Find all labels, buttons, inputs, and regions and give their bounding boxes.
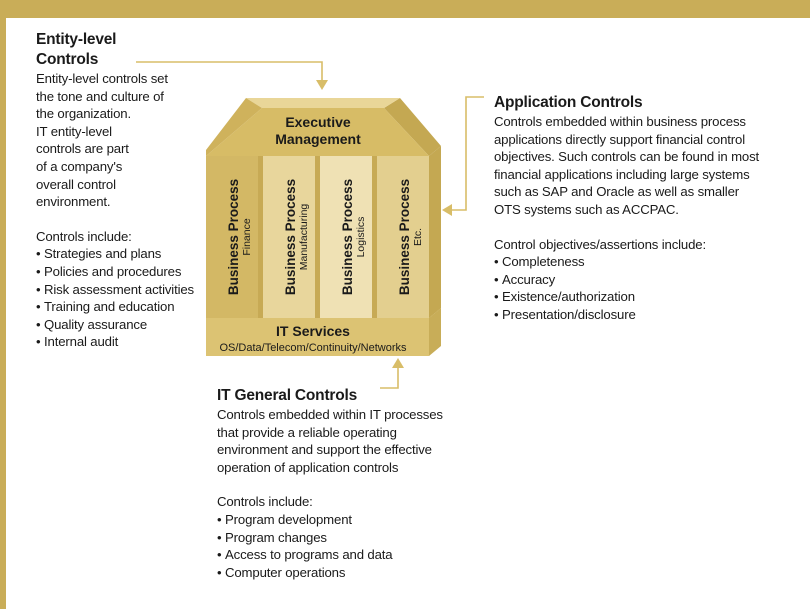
pillar-manufacturing — [263, 156, 315, 318]
entity-desc-line: the organization. — [36, 106, 131, 122]
itgc-controls-intro: Controls include: — [217, 494, 313, 510]
pillar-finance — [206, 156, 258, 318]
list-item: Accuracy — [494, 271, 804, 289]
application-objectives-list: Completeness Accuracy Existence/authoriz… — [494, 253, 804, 323]
application-controls-section: Application Controls Controls embedded w… — [494, 93, 804, 324]
pillar-label-manufacturing: Business Process Manufacturing — [283, 179, 310, 295]
pillar-subtitle: Logistics — [355, 217, 367, 258]
itgc-connector-line — [380, 365, 399, 389]
base-subtitle: OS/Data/Telecom/Continuity/Networks — [219, 342, 407, 354]
list-item: Strategies and plans — [36, 245, 206, 263]
itgc-controls-list: Program development Program changes Acce… — [217, 511, 477, 581]
business-process-pillars — [206, 146, 441, 318]
pillar-etc — [377, 156, 429, 318]
pillar-subtitle: Etc. — [412, 228, 424, 246]
itgc-arrowhead — [392, 358, 404, 368]
pillar-subtitle: Finance — [241, 218, 253, 256]
roof-label-line2: Management — [275, 131, 361, 147]
application-desc-line: applications directly support financial … — [494, 131, 745, 147]
base-top — [206, 308, 441, 318]
itgc-desc-line: operation of application controls — [217, 459, 399, 475]
itgc-heading: IT General Controls — [217, 387, 358, 404]
base-side — [429, 308, 441, 356]
entity-controls-list: Strategies and plans Policies and proced… — [36, 245, 206, 351]
entity-desc-line: environment. — [36, 194, 111, 210]
list-item: Computer operations — [217, 564, 477, 582]
roof-front-face — [206, 108, 429, 156]
entity-description: Entity-level controls set the tone and c… — [36, 70, 206, 211]
pillar-subtitle: Manufacturing — [298, 204, 310, 271]
roof-left-face — [206, 98, 262, 156]
itgc-description: Controls embedded within IT processes th… — [217, 406, 477, 476]
entity-desc-line: the tone and culture of — [36, 88, 164, 104]
application-arrowhead — [442, 204, 452, 216]
list-item: Program development — [217, 511, 477, 529]
pillar-title: Business Process — [283, 179, 298, 295]
it-services-base — [206, 308, 441, 356]
application-description: Controls embedded within business proces… — [494, 113, 804, 219]
itgc-desc-line: Controls embedded within IT processes — [217, 407, 443, 422]
list-item: Access to programs and data — [217, 546, 477, 564]
itgc-desc-line: that provide a reliable operating — [217, 424, 397, 440]
application-desc-line: objectives. Such controls can be found i… — [494, 149, 760, 165]
entity-controls-intro: Controls include: — [36, 228, 132, 244]
application-heading: Application Controls — [494, 94, 643, 111]
application-desc-line: Controls embedded within business proces… — [494, 114, 746, 129]
application-desc-line: OTS systems such as ACCPAC. — [494, 201, 679, 217]
entity-arrowhead — [316, 80, 328, 90]
roof-right-side — [384, 98, 441, 156]
list-item: Quality assurance — [36, 316, 206, 334]
pillar-gap-3 — [372, 156, 377, 318]
top-frame-bar — [0, 0, 810, 18]
application-connector-line — [450, 96, 484, 211]
roof-label-line1: Executive — [285, 114, 351, 130]
pillar-label-finance: Business Process Finance — [226, 179, 253, 295]
pillar-label-etc: Business Process Etc. — [397, 179, 424, 295]
entity-desc-line: Entity-level controls set — [36, 71, 168, 86]
roof-top-face — [246, 98, 400, 108]
list-item: Training and education — [36, 298, 206, 316]
it-general-controls-section: IT General Controls Controls embedded wi… — [217, 386, 477, 581]
application-desc-line: financial applications including large s… — [494, 166, 750, 182]
entity-desc-line: controls are part — [36, 141, 129, 157]
pillar-gap-1 — [258, 156, 263, 318]
connector-arrowheads — [316, 80, 452, 368]
list-item: Existence/authorization — [494, 288, 804, 306]
list-item: Completeness — [494, 253, 804, 271]
pillar-title: Business Process — [340, 179, 355, 295]
base-front — [206, 318, 429, 356]
pillar-gap-2 — [315, 156, 320, 318]
entity-desc-line: of a company's — [36, 158, 123, 174]
entity-heading-line1: Entity-level — [36, 31, 117, 48]
list-item: Program changes — [217, 529, 477, 547]
list-item: Presentation/disclosure — [494, 306, 804, 324]
pillar-logistics — [320, 156, 372, 318]
pillar-title: Business Process — [226, 179, 241, 295]
pillar-side-right — [429, 146, 441, 318]
left-frame-bar — [0, 0, 6, 609]
list-item: Internal audit — [36, 333, 206, 351]
list-item: Risk assessment activities — [36, 281, 206, 299]
application-desc-line: such as SAP and Oracle as well as smalle… — [494, 184, 740, 200]
itgc-desc-line: environment and support the effective — [217, 442, 432, 458]
entity-level-controls-section: Entity-level Controls Entity-level contr… — [36, 30, 206, 351]
entity-heading-line2: Controls — [36, 51, 99, 68]
application-objectives-intro: Control objectives/assertions include: — [494, 236, 707, 252]
pillar-title: Business Process — [397, 179, 412, 295]
pillar-label-logistics: Business Process Logistics — [340, 179, 367, 295]
base-title: IT Services — [276, 323, 350, 339]
executive-roof — [206, 98, 441, 156]
entity-desc-line: overall control — [36, 176, 116, 192]
list-item: Policies and procedures — [36, 263, 206, 281]
entity-desc-line: IT entity-level — [36, 123, 112, 139]
